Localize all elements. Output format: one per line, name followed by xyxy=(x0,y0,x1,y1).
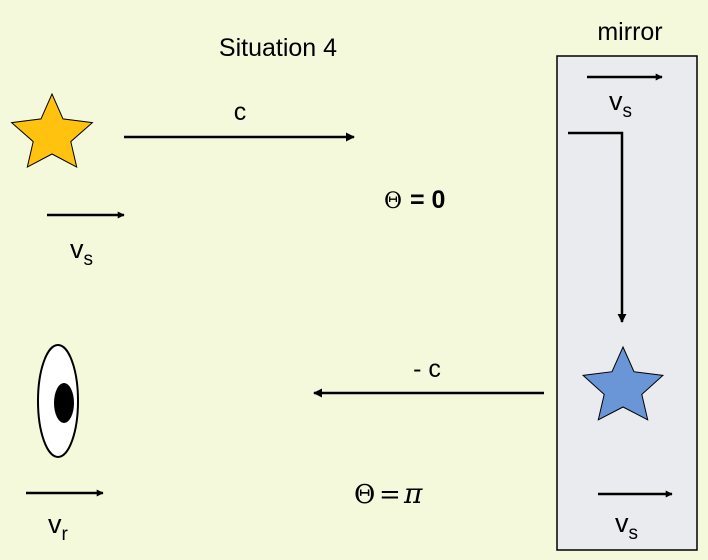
receiver-velocity-label: vr xyxy=(48,509,69,545)
incoming-velocity-label: c xyxy=(234,98,247,126)
reflection-path-arrow xyxy=(568,131,627,323)
angle-incoming-symbol: Θ xyxy=(384,189,402,214)
mirror-velocity-bottom-label: vs xyxy=(615,508,638,544)
mirror-velocity-top-label: vs xyxy=(609,86,632,122)
angle-outgoing-symbol: Θ xyxy=(354,480,375,510)
angle-outgoing-value: π xyxy=(403,477,423,510)
mirror-box xyxy=(556,55,698,551)
mirror-label: mirror xyxy=(597,18,662,46)
angle-incoming-value: = 0 xyxy=(410,186,445,214)
star-icon xyxy=(581,345,665,421)
source-velocity-label: vs xyxy=(70,234,93,270)
diagram-title: Situation 4 xyxy=(219,34,337,62)
angle-outgoing-equals: = xyxy=(379,480,401,510)
outgoing-velocity-label: - c xyxy=(413,355,441,383)
star-icon xyxy=(10,92,94,169)
eye-icon xyxy=(37,344,79,458)
